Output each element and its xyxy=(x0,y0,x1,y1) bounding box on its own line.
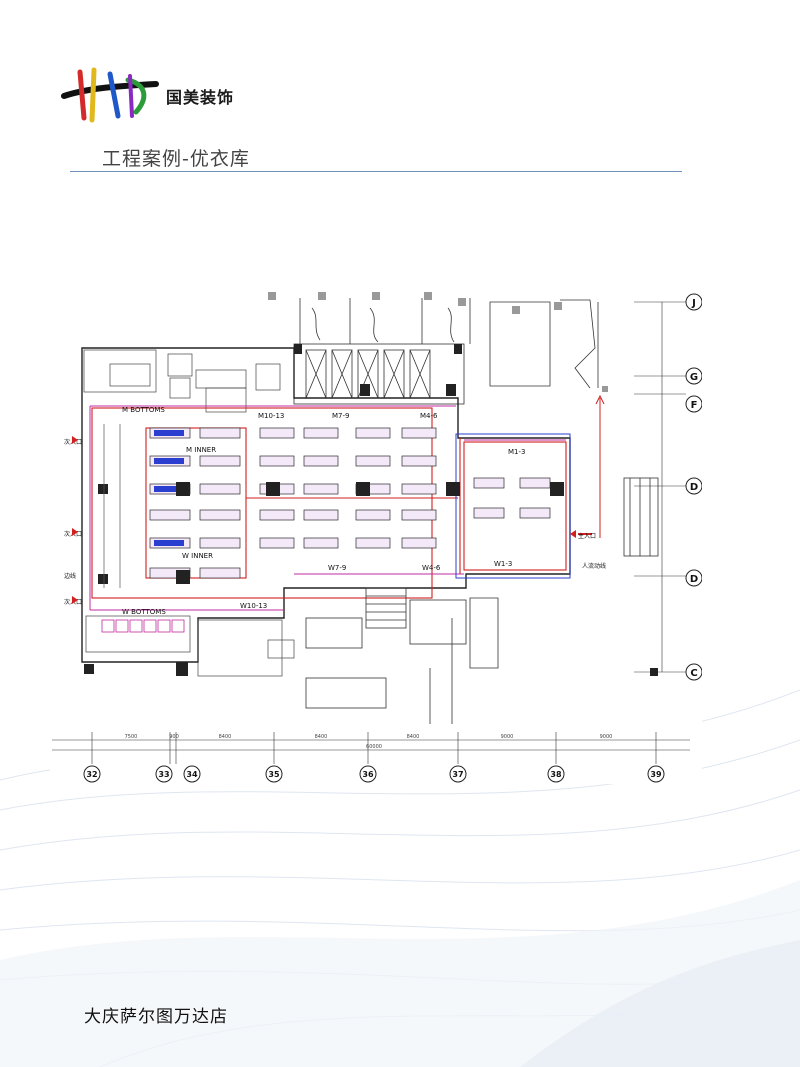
grid-col-37: 37 xyxy=(452,770,463,779)
label-edge-line: 边线 xyxy=(64,572,76,580)
label-m7-9: M7-9 xyxy=(332,412,349,420)
title-divider xyxy=(70,171,682,172)
floor-plan: J G F D D C 7500 900 8400 8400 8400 9000… xyxy=(50,288,703,784)
grid-col-36: 36 xyxy=(362,770,374,779)
dim-6: 9000 xyxy=(501,734,514,740)
dim-total: 60000 xyxy=(366,744,382,750)
grid-row-f: F xyxy=(691,400,698,411)
label-m1-3: M1-3 xyxy=(508,448,525,456)
grid-row-d2: D xyxy=(690,574,698,585)
label-w-inner: W INNER xyxy=(182,552,213,560)
label-main-entrance: 主入口 xyxy=(578,532,596,540)
dim-5: 8400 xyxy=(407,734,420,740)
grid-col-39: 39 xyxy=(650,770,662,779)
label-m-inner: M INNER xyxy=(186,446,216,454)
grid-col-33: 33 xyxy=(158,770,169,779)
grid-row-c: C xyxy=(690,668,697,679)
label-flow-line: 人流动线 xyxy=(582,562,606,570)
label-w1-3: W1-3 xyxy=(494,560,512,568)
grid-col-35: 35 xyxy=(268,770,280,779)
dim-1: 7500 xyxy=(125,734,138,740)
grid-col-38: 38 xyxy=(550,770,562,779)
page-title: 工程案例-优衣库 xyxy=(102,148,250,170)
dim-3: 8400 xyxy=(219,734,232,740)
label-w4-6: W4-6 xyxy=(422,564,441,572)
label-m4-6: M4-6 xyxy=(420,412,438,420)
dim-4: 8400 xyxy=(315,734,328,740)
grid-col-32: 32 xyxy=(86,770,97,779)
dim-2: 900 xyxy=(169,734,179,740)
grid-row-d1: D xyxy=(690,482,698,493)
company-logo xyxy=(61,67,159,123)
label-w-bottoms: W BOTTOMS xyxy=(122,608,166,616)
label-m10-13: M10-13 xyxy=(258,412,284,420)
label-w10-13: W10-13 xyxy=(240,602,267,610)
dim-7: 9000 xyxy=(600,734,613,740)
floor-plan-drawing: J G F D D C 7500 900 8400 8400 8400 9000… xyxy=(52,292,703,783)
label-w7-9: W7-9 xyxy=(328,564,346,572)
brand-name: 国美装饰 xyxy=(166,88,235,107)
grid-row-j: J xyxy=(691,298,696,309)
store-name: 大庆萨尔图万达店 xyxy=(84,1007,228,1027)
grid-col-34: 34 xyxy=(186,770,198,779)
grid-row-g: G xyxy=(690,372,698,383)
label-m-bottoms: M BOTTOMS xyxy=(122,406,165,414)
